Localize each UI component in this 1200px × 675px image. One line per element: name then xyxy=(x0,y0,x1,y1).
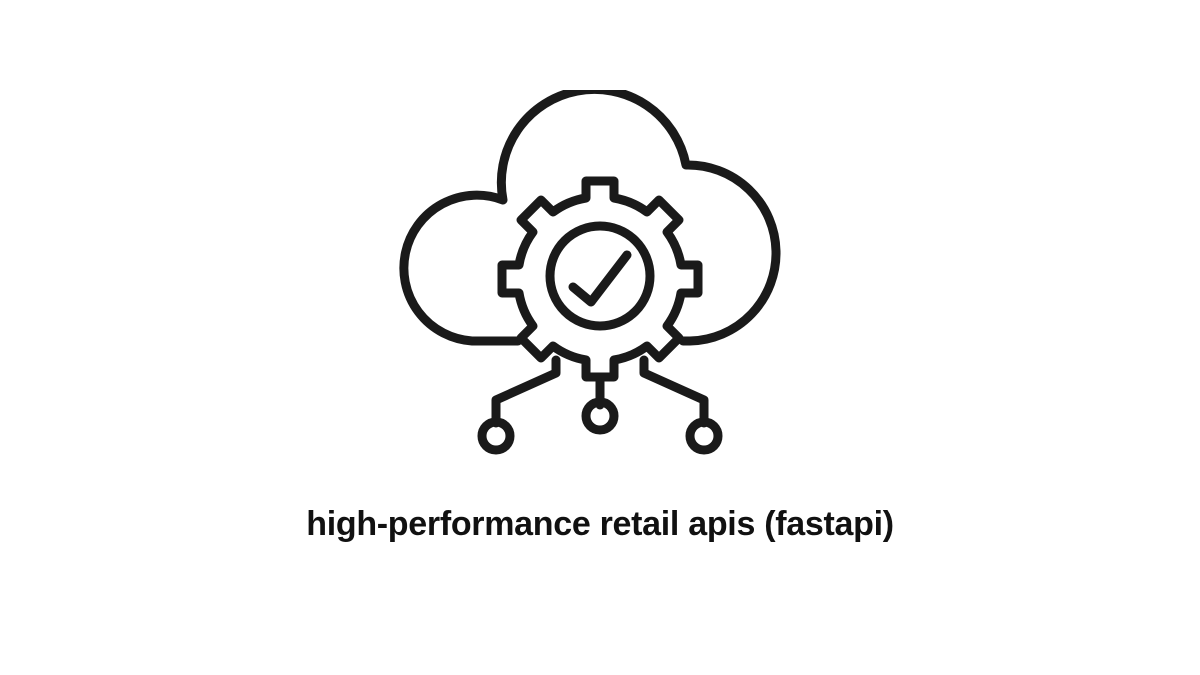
node-left xyxy=(477,417,515,455)
node-center xyxy=(581,397,619,435)
cloud-gear-check-icon xyxy=(390,90,810,470)
network-line-right xyxy=(639,355,709,428)
inner-circle xyxy=(545,221,655,331)
cloud-outline xyxy=(399,90,781,346)
caption-title: high-performance retail apis (fastapi) xyxy=(306,505,894,543)
check-mark xyxy=(568,250,632,307)
node-right xyxy=(685,417,723,455)
network-line-left xyxy=(491,355,561,428)
gear-outline xyxy=(497,176,703,382)
